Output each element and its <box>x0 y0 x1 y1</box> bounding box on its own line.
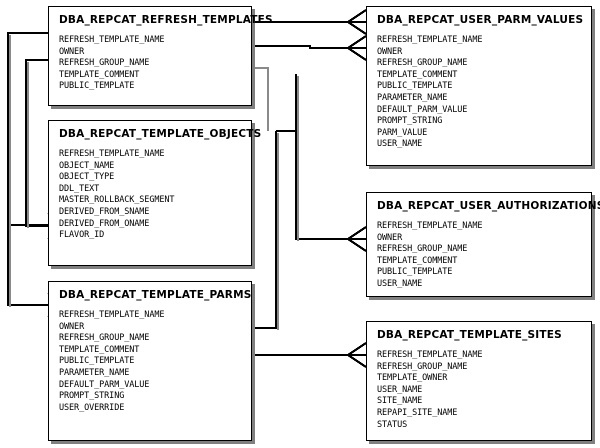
attribute-item: USER_OVERRIDE <box>59 402 125 413</box>
attribute-item: OBJECT_NAME <box>59 160 115 171</box>
attribute-item: TEMPLATE_COMMENT <box>377 69 458 80</box>
crowfoot-templatesites <box>346 342 367 368</box>
attribute-item: STATUS <box>377 419 408 430</box>
attribute-item: OBJECT_TYPE <box>59 172 115 183</box>
attribute-item: REFRESH_TEMPLATE_NAME <box>377 35 483 45</box>
entity-dba-repcat-template-objects[interactable]: DBA_REPCAT_TEMPLATE_OBJECTS REFRESH_TEMP… <box>48 120 262 266</box>
entity-title: DBA_REPCAT_USER_PARM_VALUES <box>377 14 584 26</box>
attribute-item: TEMPLATE_COMMENT <box>377 255 458 266</box>
attribute-item: PROMPT_STRING <box>377 116 443 127</box>
attribute-item: PROMPT_STRING <box>59 391 125 402</box>
attribute-item: OWNER <box>59 46 85 57</box>
entity-dba-repcat-template-sites[interactable]: DBA_REPCAT_TEMPLATE_SITES REFRESH_TEMPLA… <box>366 321 592 441</box>
attribute-item: PUBLIC_TEMPLATE <box>59 356 135 367</box>
attribute-item: USER_NAME <box>377 384 423 395</box>
attribute-item: USER_NAME <box>377 139 423 150</box>
attribute-list: REFRESH_TEMPLATE_NAME OWNER REFRESH_GROU… <box>367 26 591 157</box>
attribute-item: REFRESH_TEMPLATE_NAME <box>377 221 483 231</box>
attribute-list: REFRESH_TEMPLATE_NAME REFRESH_GROUP_NAME… <box>367 341 591 437</box>
relation-line-parms-userauth <box>294 74 350 241</box>
entity-title: DBA_REPCAT_TEMPLATE_PARMS <box>59 289 252 301</box>
crowfoot-userparmvalues-1 <box>346 9 367 35</box>
attribute-list: REFRESH_TEMPLATE_NAME OWNER REFRESH_GROU… <box>367 212 591 297</box>
attribute-item: OWNER <box>377 232 403 243</box>
entity-title: DBA_REPCAT_REFRESH_TEMPLATES <box>59 14 273 26</box>
attribute-item: REFRESH_TEMPLATE_NAME <box>377 350 483 360</box>
entity-title: DBA_REPCAT_TEMPLATE_OBJECTS <box>59 128 262 140</box>
attribute-item: DEFAULT_PARM_VALUE <box>59 379 150 390</box>
attribute-item: USER_NAME <box>377 278 423 289</box>
attribute-item: REPAPI_SITE_NAME <box>377 407 458 418</box>
attribute-item: SITE_NAME <box>377 396 423 407</box>
entity-title: DBA_REPCAT_USER_AUTHORIZATIONS <box>377 200 600 212</box>
attribute-item: DERIVED_FROM_SNAME <box>59 206 150 217</box>
attribute-item: DDL_TEXT <box>59 183 100 194</box>
attribute-item: TEMPLATE_COMMENT <box>59 344 140 355</box>
attribute-item: PARAMETER_NAME <box>59 367 130 378</box>
entity-dba-repcat-user-parm-values[interactable]: DBA_REPCAT_USER_PARM_VALUES REFRESH_TEMP… <box>366 6 592 166</box>
entity-dba-repcat-template-parms[interactable]: DBA_REPCAT_TEMPLATE_PARMS REFRESH_TEMPLA… <box>48 281 252 441</box>
attribute-list: REFRESH_TEMPLATE_NAME OBJECT_NAME OBJECT… <box>49 140 251 248</box>
attribute-item: REFRESH_GROUP_NAME <box>59 58 150 69</box>
attribute-item: PARAMETER_NAME <box>377 92 448 103</box>
attribute-item: REFRESH_GROUP_NAME <box>377 361 468 372</box>
relation-line-templates-userparmvalues-2 <box>252 44 350 50</box>
attribute-item: PUBLIC_TEMPLATE <box>377 267 453 278</box>
attribute-item: REFRESH_GROUP_NAME <box>377 244 468 255</box>
attribute-list: REFRESH_TEMPLATE_NAME OWNER REFRESH_GROU… <box>49 301 251 420</box>
attribute-item: PUBLIC_TEMPLATE <box>59 81 135 92</box>
attribute-item: OWNER <box>59 321 85 332</box>
attribute-item: FLAVOR_ID <box>59 230 105 241</box>
attribute-item: REFRESH_TEMPLATE_NAME <box>59 310 165 320</box>
wire-shadow-a <box>252 67 269 131</box>
crowfoot-userauthorizations <box>346 226 367 252</box>
entity-dba-repcat-user-authorizations[interactable]: DBA_REPCAT_USER_AUTHORIZATIONS REFRESH_T… <box>366 192 600 297</box>
attribute-item: DEFAULT_PARM_VALUE <box>377 104 468 115</box>
attribute-item: REFRESH_TEMPLATE_NAME <box>59 149 165 159</box>
attribute-item: TEMPLATE_COMMENT <box>59 69 140 80</box>
attribute-item: REFRESH_GROUP_NAME <box>59 333 150 344</box>
relation-line-templates-objects-inner <box>24 58 62 228</box>
crowfoot-userparmvalues-2 <box>346 35 367 61</box>
attribute-item: PUBLIC_TEMPLATE <box>377 81 453 92</box>
attribute-list: REFRESH_TEMPLATE_NAME OWNER REFRESH_GROU… <box>49 26 251 99</box>
entity-title: DBA_REPCAT_TEMPLATE_SITES <box>377 329 562 341</box>
attribute-item: REFRESH_TEMPLATE_NAME <box>59 35 165 45</box>
attribute-item: TEMPLATE_OWNER <box>377 373 448 384</box>
relation-line-templates-sites <box>252 131 278 330</box>
attribute-item: REFRESH_GROUP_NAME <box>377 58 468 69</box>
attribute-item: OWNER <box>377 46 403 57</box>
relation-line-templates-parms <box>6 225 62 307</box>
entity-dba-repcat-refresh-templates[interactable]: DBA_REPCAT_REFRESH_TEMPLATES REFRESH_TEM… <box>48 6 273 106</box>
attribute-item: PARM_VALUE <box>377 127 428 138</box>
attribute-item: DERIVED_FROM_ONAME <box>59 218 150 229</box>
attribute-item: MASTER_ROLLBACK_SEGMENT <box>59 195 175 206</box>
